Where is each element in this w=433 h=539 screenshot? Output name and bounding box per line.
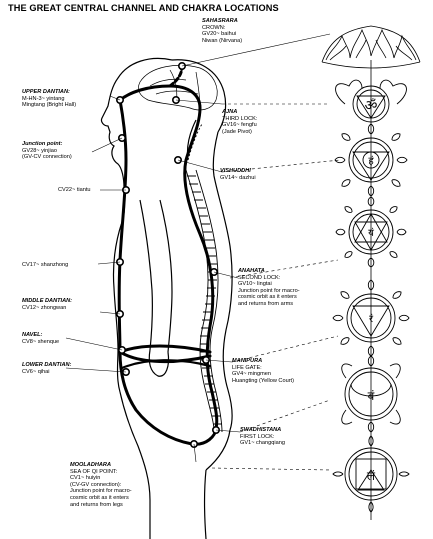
mooladhara-line3: (CV-GV connection): [70, 481, 122, 488]
mooladhara-emblem [332, 435, 410, 513]
sahasrara-emblem [321, 25, 421, 69]
vishuddhi-name: VISHUDDHI [220, 168, 251, 174]
swadhistana-emblem [341, 355, 401, 433]
mooladhara-glyph: लं [367, 469, 376, 483]
label-upper-dantian: UPPER DANTIAN: M-HN-3~ yintang Mingtang … [22, 89, 76, 109]
label-navel: NAVEL: CV8~ shenque [22, 332, 59, 345]
label-vishuddhi: VISHUDDHI GV14~ dazhui [220, 168, 256, 181]
manipura-glyph: रं [369, 313, 374, 325]
label-middle-dantian: MIDDLE DANTIAN: CV12~ zhongwan [22, 298, 72, 311]
junction-line1: GV28~ yinjiao [22, 147, 57, 154]
junction-name: Junction point: [22, 141, 63, 147]
label-anahata: ANAHATA SECOND LOCK: GV10~ lingtai Junct… [238, 268, 300, 308]
label-junction-point: Junction point: GV28~ yinjiao (GV-CV con… [22, 141, 72, 161]
label-swadhistana: SWADHISTANA FIRST LOCK: GV1~ changqiang [240, 427, 285, 447]
label-ajna: AJNA THIRD LOCK: GV16~ fengfu (Jade Pivo… [222, 109, 257, 135]
swadhistana-line2: GV1~ changqiang [240, 440, 285, 447]
middle-dantian-line1: CV12~ zhongwan [22, 304, 67, 311]
ajna-glyph: ॐ [365, 98, 378, 114]
label-cv22: CV22~ tiantu [58, 187, 91, 194]
swadhistana-name: SWADHISTANA [240, 427, 282, 433]
ajna-line1: THIRD LOCK: [222, 115, 258, 122]
swadhistana-line1: FIRST LOCK: [240, 433, 275, 440]
anahata-glyph: यं [368, 227, 374, 239]
vishuddhi-line1: GV14~ dazhui [220, 174, 256, 181]
ajna-emblem [335, 79, 407, 123]
ajna-name: AJNA [222, 109, 238, 115]
navel-line1: CV8~ shenque [22, 338, 60, 345]
label-cv17: CV17~ shanzhong [22, 262, 68, 269]
leader-lines [65, 33, 341, 471]
vishuddhi-emblem [334, 123, 408, 197]
page-title: THE GREAT CENTRAL CHANNEL AND CHAKRA LOC… [8, 3, 279, 13]
ajna-line3: (Jade Pivot) [222, 128, 252, 135]
ajna-line2: GV16~ fengfu [222, 122, 257, 129]
cv17-line1: CV17~ shanzhong [22, 262, 69, 268]
manipura-name: MANIPURA [232, 358, 263, 364]
cv22-line1: CV22~ tiantu [58, 187, 91, 193]
sahasrara-line1: CROWN: [202, 24, 226, 31]
label-sahasrara: SAHASRARA CROWN: GV20~ baihui Niwan (Nir… [202, 18, 242, 44]
anahata-line5: and returns from arms [238, 300, 294, 307]
anahata-name: ANAHATA [238, 268, 265, 274]
sahasrara-line3: Niwan (Nirvana) [202, 37, 243, 44]
manipura-emblem [332, 279, 410, 357]
acupoints [116, 61, 221, 448]
brain [138, 65, 218, 111]
manipura-line2: GV4~ mingmen [232, 371, 272, 378]
upper-dantian-line1: M-HN-3~ yintang [22, 95, 65, 102]
mooladhara-line1: SEA OF QI POINT: [70, 468, 118, 475]
anahata-line1: SECOND LOCK: [238, 274, 281, 281]
anahata-emblem [335, 196, 407, 268]
middle-dantian-name: MIDDLE DANTIAN: [22, 298, 73, 304]
mooladhara-line6: and returns from legs [70, 501, 123, 508]
lower-dantian-name: LOWER DANTIAN: [22, 362, 72, 368]
sahasrara-line2: GV20~ baihui [202, 31, 237, 38]
anahata-line2: GV10~ lingtai [238, 281, 272, 288]
mooladhara-line5: cosmic orbit as it enters [70, 494, 129, 501]
swadhistana-glyph: वं [368, 389, 375, 403]
junction-line2: (GV-CV connection) [22, 154, 72, 161]
label-manipura: MANIPURA LIFE GATE: GV4~ mingmen Huangti… [232, 358, 294, 384]
central-channel [117, 64, 219, 446]
label-lower-dantian: LOWER DANTIAN: CV6~ qihai [22, 362, 71, 375]
anahata-line3: Junction point for macro- [238, 287, 300, 294]
anahata-line4: cosmic orbit as it enters [238, 294, 297, 301]
upper-dantian-name: UPPER DANTIAN: [22, 89, 70, 95]
navel-name: NAVEL: [22, 332, 43, 338]
vishuddhi-glyph: हं [368, 155, 374, 167]
manipura-line1: LIFE GATE: [232, 364, 262, 371]
mooladhara-line2: CV1~ huiyin [70, 475, 101, 482]
lower-dantian-line1: CV6~ qihai [22, 368, 50, 375]
label-mooladhara: MOOLADHARA SEA OF QI POINT: CV1~ huiyin … [70, 462, 132, 508]
mooladhara-line4: Junction point for macro- [70, 488, 132, 495]
sahasrara-name: SAHASRARA [202, 18, 238, 24]
spine [185, 123, 223, 433]
manipura-line3: Huangting (Yellow Court) [232, 377, 294, 384]
upper-dantian-line2: Mingtang (Bright Hall) [22, 102, 77, 109]
mooladhara-name: MOOLADHARA [70, 462, 112, 468]
